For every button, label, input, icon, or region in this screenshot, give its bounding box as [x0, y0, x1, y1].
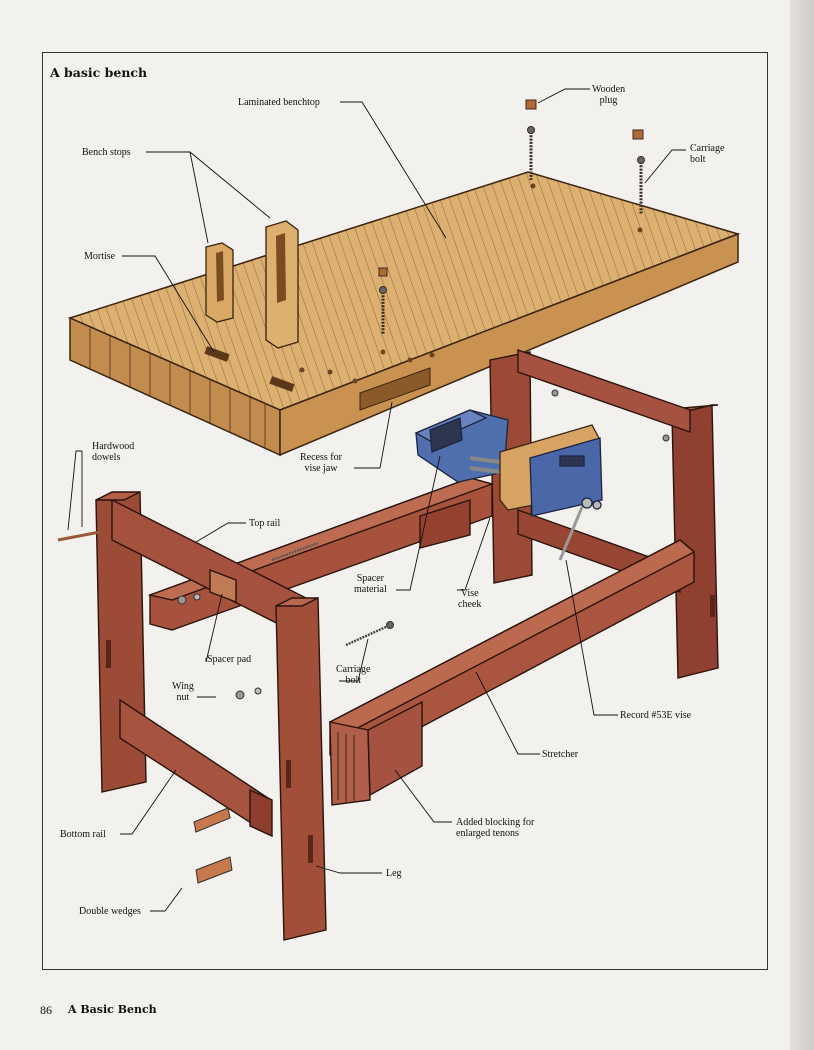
label-top-rail: Top rail [249, 518, 281, 529]
record-vise [414, 409, 603, 561]
hardware-details [57, 389, 670, 884]
laminated-benchtop [67, 171, 741, 457]
label-double-wedges: Double wedges [79, 906, 141, 917]
label-bottom-rail: Bottom rail [60, 829, 106, 840]
label-stretcher: Stretcher [542, 749, 579, 760]
carriage-bolts-and-plugs [378, 99, 645, 334]
label-record-vise: Record #53E vise [620, 710, 692, 721]
bench-base [95, 349, 719, 941]
figure-title: A basic bench [50, 65, 148, 80]
label-laminated-benchtop: Laminated benchtop [238, 97, 320, 108]
figure-frame [42, 52, 768, 970]
page-spine-shadow [790, 0, 814, 1050]
label-leg: Leg [386, 868, 402, 879]
label-bench-stops: Bench stops [82, 147, 131, 158]
leader-lines [67, 88, 686, 912]
bench-stops [205, 220, 299, 349]
label-spacer-pad: Spacer pad [207, 654, 252, 665]
page-number: 86 [40, 1003, 52, 1017]
label-mortise: Mortise [84, 251, 116, 262]
running-footer-title: A Basic Bench [68, 1003, 157, 1016]
